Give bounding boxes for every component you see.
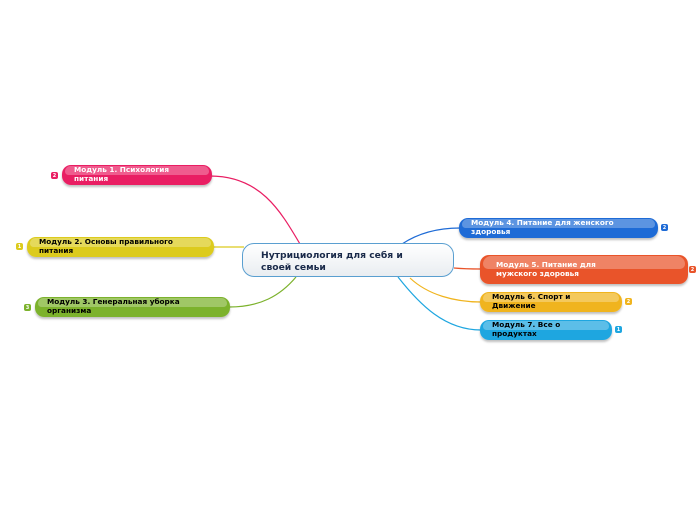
connector-m3 bbox=[228, 276, 297, 308]
module-3-node[interactable]: Модуль 3. Генеральная уборка организма bbox=[35, 297, 230, 317]
connector-m6 bbox=[409, 277, 482, 303]
module-4-badge: 2 bbox=[661, 224, 668, 231]
module-1-node[interactable]: Модуль 1. Психология питания bbox=[62, 165, 212, 185]
module-2-badge: 1 bbox=[16, 243, 23, 250]
module-6-label: Модуль 6. Спорт и Движение bbox=[492, 292, 571, 310]
module-5-node[interactable]: Модуль 5. Питание для мужского здоровья bbox=[480, 255, 688, 284]
module-6-node[interactable]: Модуль 6. Спорт и Движение bbox=[480, 292, 622, 312]
module-1-badge: 2 bbox=[51, 172, 58, 179]
module-7-label: Модуль 7. Все о продуктах bbox=[492, 320, 561, 338]
module-3-badge: 3 bbox=[24, 304, 31, 311]
connector-m1 bbox=[209, 175, 301, 245]
module-7-node[interactable]: Модуль 7. Все о продуктах bbox=[480, 320, 612, 340]
central-topic[interactable]: Нутрициология для себя и своей семьи bbox=[242, 243, 454, 277]
connector-m5 bbox=[453, 267, 482, 270]
connector-m4 bbox=[401, 227, 461, 245]
central-topic-label: Нутрициология для себя и своей семьи bbox=[261, 250, 403, 273]
module-2-node[interactable]: Модуль 2. Основы правильного питания bbox=[27, 237, 214, 257]
module-7-badge: 1 bbox=[615, 326, 622, 333]
module-2-label: Модуль 2. Основы правильного питания bbox=[39, 237, 173, 255]
module-4-node[interactable]: Модуль 4. Питание для женского здоровья bbox=[459, 218, 658, 238]
module-3-label: Модуль 3. Генеральная уборка организма bbox=[47, 297, 180, 315]
module-5-label: Модуль 5. Питание для мужского здоровья bbox=[496, 259, 596, 278]
module-6-badge: 2 bbox=[625, 298, 632, 305]
module-5-badge: 2 bbox=[689, 266, 696, 273]
module-4-label: Модуль 4. Питание для женского здоровья bbox=[471, 218, 614, 236]
connector-m7 bbox=[397, 276, 482, 331]
module-1-label: Модуль 1. Психология питания bbox=[74, 165, 170, 183]
